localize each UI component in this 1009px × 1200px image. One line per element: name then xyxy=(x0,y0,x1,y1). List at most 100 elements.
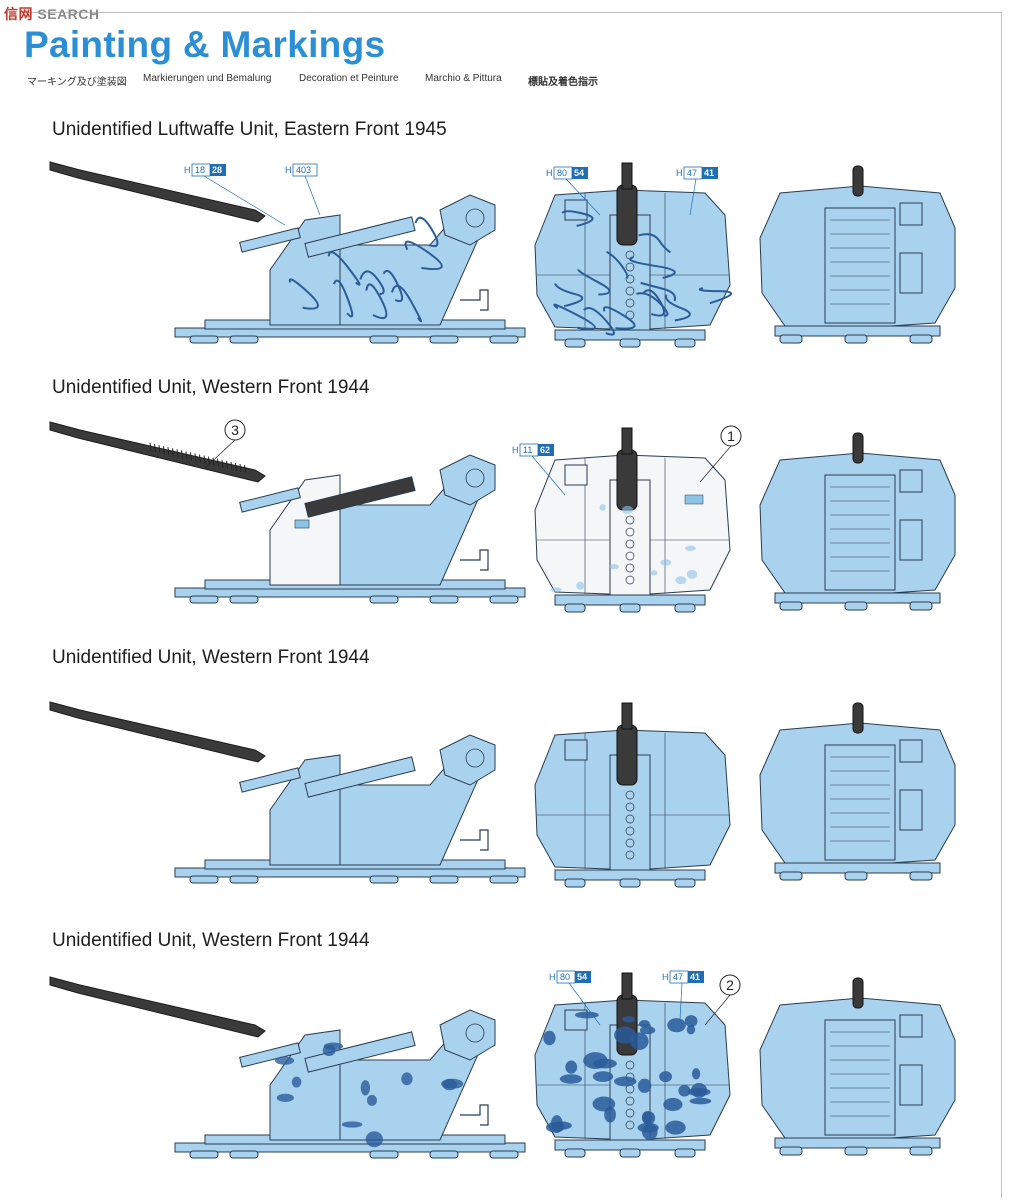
spring-coil xyxy=(625,262,635,272)
gun-rear-group xyxy=(759,432,956,611)
barrel-fin xyxy=(235,462,237,472)
spring-coil xyxy=(625,802,635,812)
camo-line xyxy=(641,289,665,317)
camo-splotch xyxy=(565,1060,578,1074)
crank-handle xyxy=(460,1104,489,1126)
subtitle-german: Markierungen und Bemalung xyxy=(143,73,272,84)
camo-line xyxy=(583,307,615,336)
camo-splotch xyxy=(360,1080,371,1096)
spring-coil xyxy=(625,515,635,525)
barrel-fin xyxy=(163,446,165,455)
camo-splotch xyxy=(684,1015,698,1028)
subtitle-chinese: 標貼及着色指示 xyxy=(528,77,598,88)
crank-handle xyxy=(460,549,489,571)
barrel-fin xyxy=(176,449,179,458)
camo-line xyxy=(606,250,629,279)
page-title: Painting & Markings xyxy=(24,24,386,65)
gun-rear-group xyxy=(759,165,956,344)
camo-splotch xyxy=(637,1122,659,1133)
support-foot xyxy=(674,878,696,888)
barrel-tip xyxy=(852,977,864,1009)
gun-rear-group xyxy=(759,977,956,1156)
watermark: 信网 SEARCH xyxy=(4,6,100,22)
section-title: Unidentified Unit, Western Front 1944 xyxy=(52,647,370,668)
support-foot xyxy=(619,338,641,348)
spring-coil xyxy=(625,1096,635,1106)
handwheel xyxy=(465,1023,485,1043)
front-view-illustration xyxy=(534,972,731,1158)
support-foot xyxy=(369,595,399,604)
rear-view-illustration xyxy=(759,977,956,1156)
camo-splotch xyxy=(687,1087,711,1097)
camo-splotch xyxy=(365,1131,383,1148)
gun-receiver xyxy=(304,756,416,798)
paint-wear xyxy=(550,587,562,593)
camo-splotch xyxy=(550,1115,563,1133)
recuperator xyxy=(239,227,301,253)
paint-wear xyxy=(609,563,619,570)
spring-coil xyxy=(625,850,635,860)
crank-handle xyxy=(460,829,489,851)
rear-view-illustration xyxy=(759,165,956,344)
camo-splotch xyxy=(622,1016,636,1023)
support-foot xyxy=(489,1150,519,1159)
spring-coil xyxy=(625,274,635,284)
barrel-tip xyxy=(621,427,633,455)
support-foot xyxy=(429,1150,459,1159)
camo-line xyxy=(332,279,354,318)
paint-wear xyxy=(622,505,634,514)
barrel-fin xyxy=(239,463,242,473)
camo-splotch xyxy=(614,1076,637,1087)
camo-splotch xyxy=(341,1121,363,1128)
support-foot xyxy=(674,338,696,348)
support-foot xyxy=(619,1148,641,1158)
spring-coil xyxy=(625,790,635,800)
spring-coil xyxy=(625,539,635,549)
side-view-illustration xyxy=(49,421,526,604)
barrel-fin xyxy=(194,453,197,462)
gun-front-group xyxy=(534,427,731,613)
barrel-tip xyxy=(621,702,633,730)
breech-block xyxy=(824,474,896,591)
barrel-fin xyxy=(172,448,174,457)
support-foot xyxy=(619,878,641,888)
spring-coil xyxy=(625,551,635,561)
support-foot xyxy=(189,875,219,884)
support-foot xyxy=(229,875,259,884)
support-foot xyxy=(489,335,519,344)
subtitle-italian: Marchio & Pittura xyxy=(425,73,502,84)
camo-splotch xyxy=(543,1030,556,1046)
support-foot xyxy=(189,335,219,344)
support-foot xyxy=(909,1146,933,1156)
camo-splotch xyxy=(441,1078,464,1089)
ammo-feed xyxy=(899,1064,923,1106)
front-view-illustration xyxy=(534,427,731,613)
spring-coil xyxy=(625,298,635,308)
gun-barrel xyxy=(49,976,266,1038)
gun-barrel xyxy=(49,421,266,483)
support-foot xyxy=(189,1150,219,1159)
spring-coil xyxy=(625,286,635,296)
paint-wear xyxy=(650,570,658,576)
paint-wear xyxy=(675,576,687,585)
camo-line xyxy=(414,216,439,248)
sight-box xyxy=(564,199,588,221)
camo-splotch xyxy=(678,1084,691,1097)
shield-side xyxy=(269,474,341,586)
paint-wear xyxy=(685,545,696,551)
barrel-fin xyxy=(244,464,246,474)
camo-line xyxy=(698,287,732,305)
camo-line xyxy=(603,306,636,330)
front-view-illustration xyxy=(534,162,732,348)
support-foot xyxy=(674,1148,696,1158)
support-foot xyxy=(909,871,933,881)
gun-side-group xyxy=(49,976,526,1159)
gun-barrel xyxy=(49,701,266,763)
camo-line xyxy=(629,256,676,279)
barrel-tip xyxy=(852,432,864,464)
gun-receiver xyxy=(304,476,416,518)
sight-box xyxy=(564,464,588,486)
camo-line xyxy=(288,278,319,310)
camo-splotch xyxy=(583,1052,608,1070)
gun-barrel xyxy=(49,161,266,223)
